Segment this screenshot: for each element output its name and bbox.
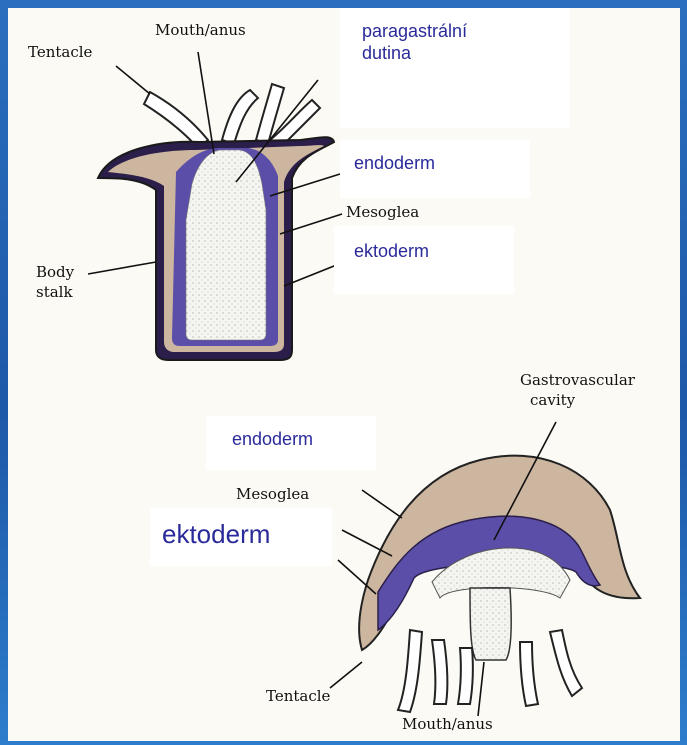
medusa-mesoglea-label: Mesoglea	[236, 484, 309, 504]
polyp-gastral-cavity	[186, 150, 266, 340]
polyp-mouth-anus-label: Mouth/anus	[155, 20, 246, 40]
paragastral-cavity-overlay: paragastrální dutina	[340, 8, 570, 128]
medusa-endoderm-overlay: endoderm	[206, 416, 376, 470]
polyp-tentacles	[144, 84, 320, 148]
medusa-manubrium	[470, 588, 511, 660]
gastrovascular-line2: cavity	[520, 390, 635, 410]
medusa-tentacle-label: Tentacle	[266, 686, 330, 706]
paragastral-line1: paragastrální	[362, 20, 570, 42]
polyp-body-stalk-line1: Body	[36, 262, 74, 282]
polyp-endoderm-overlay: endoderm	[340, 140, 530, 198]
medusa-mouth-anus-label: Mouth/anus	[402, 714, 493, 734]
polyp-ektoderm-text: ektoderm	[354, 240, 514, 262]
polyp-figure	[98, 84, 334, 360]
gastrovascular-cavity-label: Gastrovascular cavity	[520, 370, 635, 410]
polyp-body-stalk-line2: stalk	[36, 282, 74, 302]
polyp-tentacle-left	[144, 92, 208, 148]
polyp-tentacle-mid	[222, 90, 258, 144]
polyp-mesoglea-label: Mesoglea	[346, 202, 419, 222]
gastrovascular-line1: Gastrovascular	[520, 370, 635, 390]
medusa-figure	[359, 456, 640, 712]
paragastral-line2: dutina	[362, 42, 570, 64]
medusa-endoderm-text: endoderm	[232, 428, 376, 450]
polyp-body-stalk-label: Body stalk	[36, 262, 74, 302]
polyp-ektoderm-overlay: ektoderm	[334, 226, 514, 294]
medusa-ektoderm-overlay: ektoderm	[150, 508, 332, 566]
polyp-tentacle-label: Tentacle	[28, 42, 92, 62]
medusa-ektoderm-text: ektoderm	[162, 518, 332, 550]
polyp-endoderm-text: endoderm	[354, 152, 530, 174]
